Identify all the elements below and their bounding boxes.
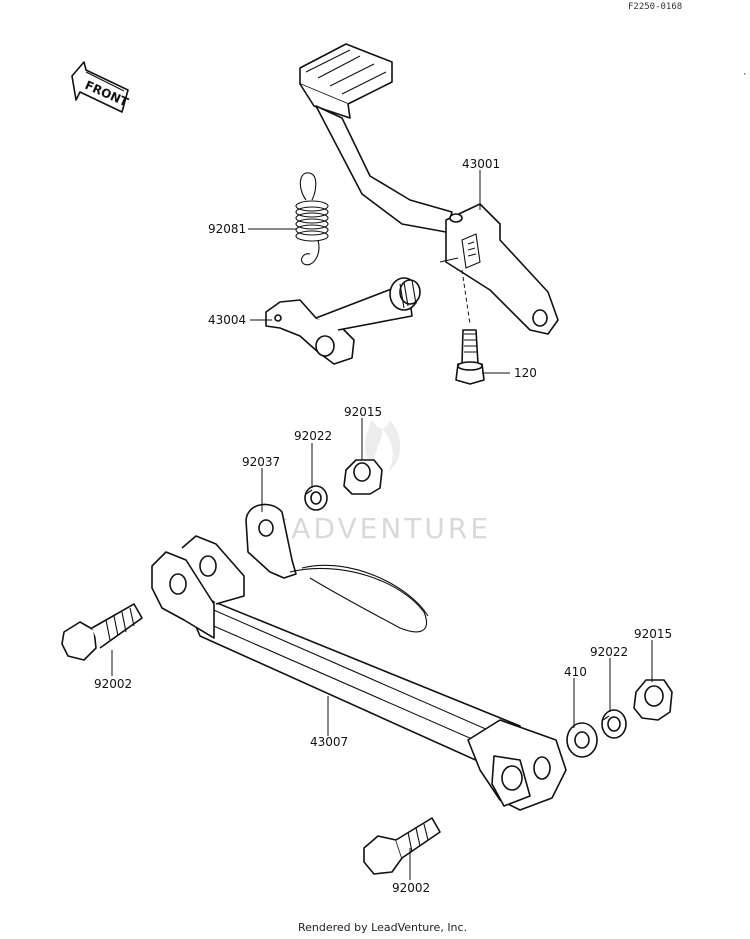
bolt-92002-bottom (363, 817, 441, 875)
brake-rod-43007 (151, 535, 567, 811)
leader-lines (111, 170, 653, 880)
watermark-text: LEADVENTURE (252, 512, 491, 545)
watermark-logo (364, 420, 401, 472)
label-92037: 92037 (242, 455, 280, 469)
bolt-92002-left (61, 603, 143, 661)
nut-92015-right (633, 679, 673, 721)
diagram-code: F2250-0168 (628, 2, 682, 12)
lock-washer-92022-top (304, 485, 328, 511)
label-410: 410 (564, 665, 587, 679)
washer-410 (566, 722, 598, 758)
lock-washer-92022-right (601, 709, 627, 739)
label-92081: 92081 (208, 222, 246, 236)
label-92022-right: 92022 (590, 645, 628, 659)
label-120: 120 (514, 366, 537, 380)
label-92002-left: 92002 (94, 677, 132, 691)
bolt-120 (455, 329, 485, 385)
label-92002-bottom: 92002 (392, 881, 430, 895)
pedal-shaft-43004 (265, 277, 421, 365)
label-43001: 43001 (462, 157, 500, 171)
label-43004: 43004 (208, 313, 246, 327)
label-92015-top: 92015 (344, 405, 382, 419)
margin-mark: · (742, 70, 747, 80)
brake-pedal-43001 (299, 43, 559, 335)
label-43007: 43007 (310, 735, 348, 749)
front-arrow-icon: FRONT (71, 61, 131, 113)
label-92015-right: 92015 (634, 627, 672, 641)
bracket-92037 (245, 503, 429, 633)
footer-credit: Rendered by LeadVenture, Inc. (298, 921, 467, 934)
label-92022-top: 92022 (294, 429, 332, 443)
nut-92015-top (343, 459, 383, 495)
spring-92081 (295, 172, 329, 266)
